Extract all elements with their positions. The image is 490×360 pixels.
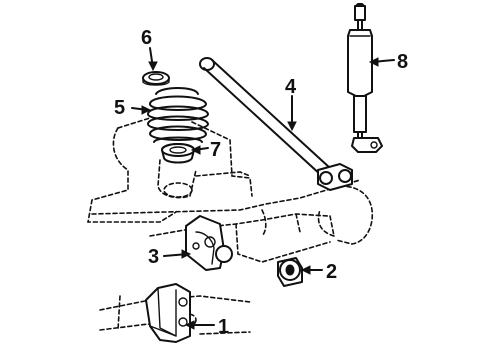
callout-6: 6 bbox=[141, 27, 152, 49]
callout-8: 8 bbox=[397, 51, 408, 73]
callout-7: 7 bbox=[210, 139, 221, 161]
axle-frame-outline bbox=[87, 117, 374, 335]
callout-4: 4 bbox=[285, 76, 297, 98]
spring-isolator-part bbox=[142, 71, 170, 86]
coil-spring-part bbox=[147, 87, 209, 143]
lower-bracket-part bbox=[145, 283, 191, 343]
callout-2: 2 bbox=[326, 261, 337, 283]
track-bar-part bbox=[199, 57, 353, 191]
spring-seat-part bbox=[161, 143, 195, 164]
callout-5: 5 bbox=[114, 97, 125, 119]
shock-absorber-part bbox=[347, 3, 383, 153]
callout-leaders bbox=[131, 47, 395, 330]
bushing-part bbox=[277, 257, 303, 287]
control-arm-bracket-part bbox=[185, 215, 233, 271]
callout-3: 3 bbox=[148, 246, 159, 268]
callout-1: 1 bbox=[218, 316, 229, 338]
